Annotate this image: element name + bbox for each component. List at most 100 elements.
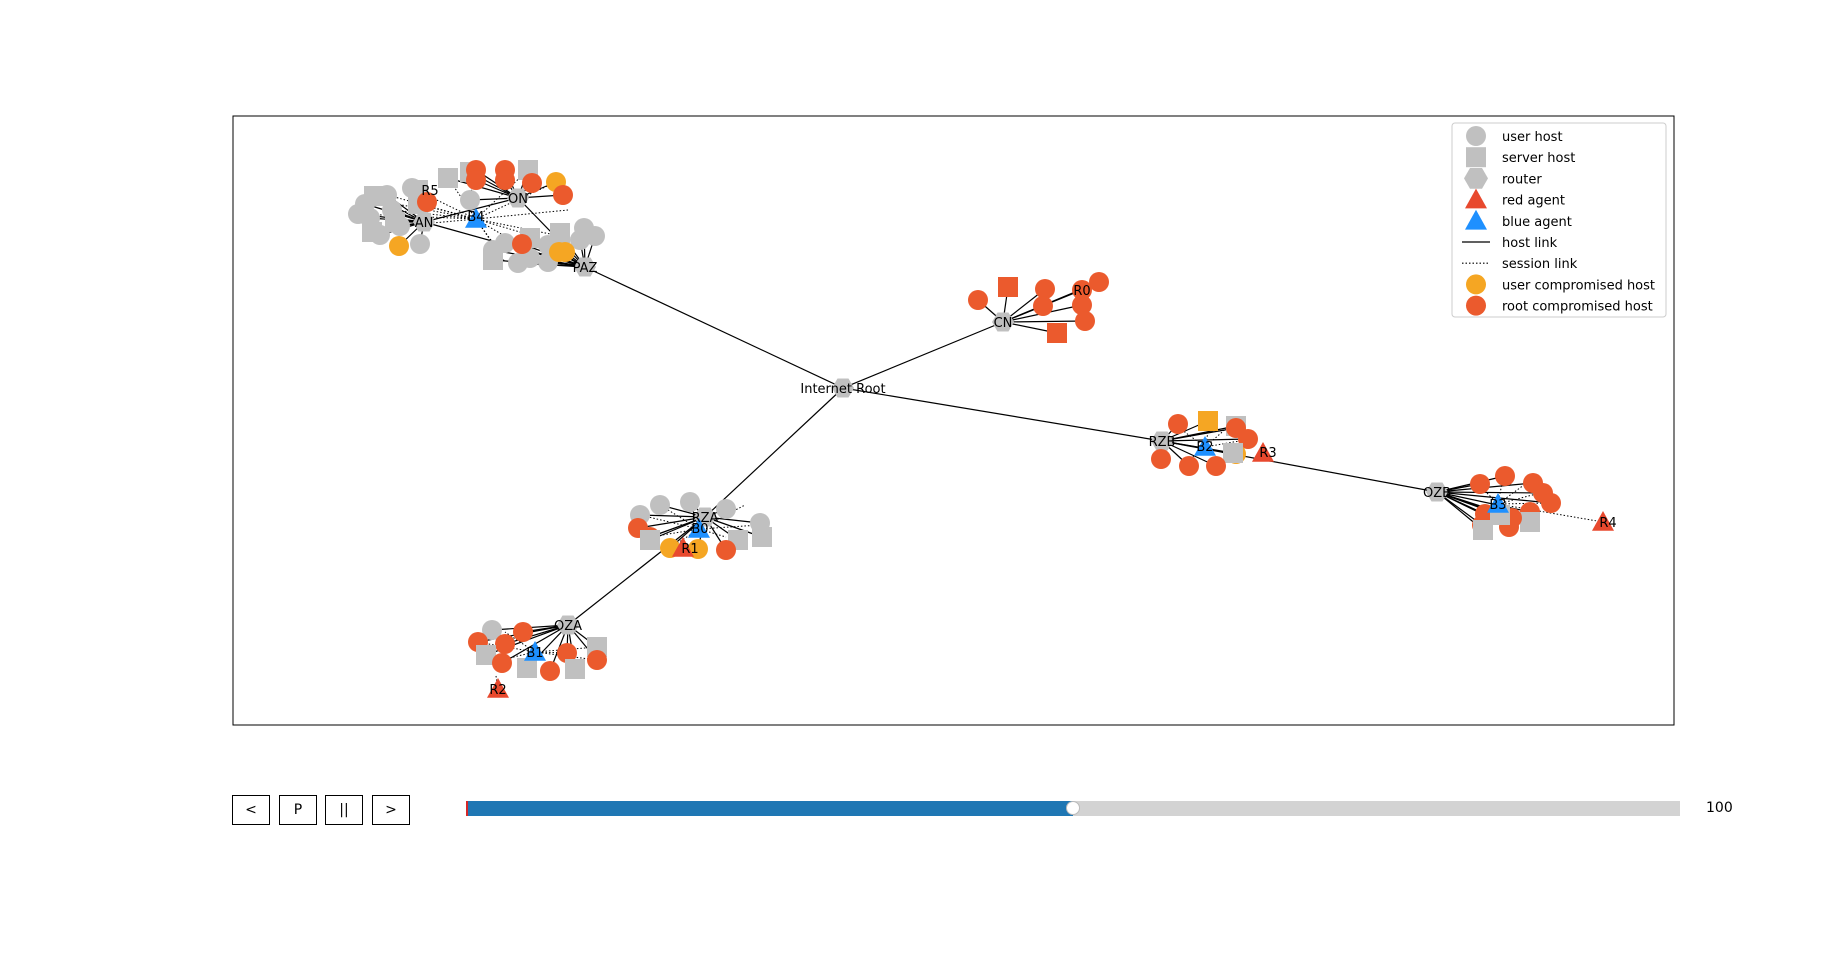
cn-router	[992, 312, 1014, 332]
rza-11-user-host	[716, 540, 736, 560]
an-11-user-host	[410, 234, 430, 254]
cn-2-user-host	[1035, 279, 1055, 299]
oza-router	[557, 615, 579, 635]
legend-router-marker	[1464, 168, 1488, 189]
ozb-host-link-4	[1436, 491, 1552, 504]
blue-agent-b2	[1194, 436, 1216, 456]
link-internet-rzb	[842, 387, 1163, 442]
label-an: AN	[415, 216, 434, 231]
cn-5-user-host	[1089, 272, 1109, 292]
play-button[interactable]: P	[279, 795, 317, 825]
label-rza: RZA	[692, 511, 719, 526]
link-rza-oza	[567, 516, 706, 626]
rzb-0-user-host	[1168, 414, 1188, 434]
label-b2: B2	[1196, 440, 1213, 455]
rza-2-user-host	[680, 492, 700, 512]
blue-agent-b1	[524, 641, 546, 661]
labels-layer: Internet RootCNRZAOZARZBOZBANONPAZR0R1R2…	[415, 184, 1617, 698]
rzb-7-user-host	[1206, 456, 1226, 476]
next-button[interactable]: >	[372, 795, 410, 825]
label-b4: B4	[467, 210, 484, 225]
cn-6-user-host	[1072, 295, 1092, 315]
paz-10-user-host	[585, 226, 605, 246]
rza-1-user-host	[650, 495, 670, 515]
rzb-router	[1151, 431, 1173, 451]
red-agent-r1	[672, 537, 694, 557]
label-internet-root: Internet Root	[800, 382, 885, 397]
oza-11-server-host	[565, 659, 585, 679]
legend-router-label: router	[1502, 172, 1542, 187]
legend-user-host-marker	[1466, 126, 1486, 146]
cn-8-server-host	[1047, 323, 1067, 343]
ozb-10-server-host	[1473, 520, 1493, 540]
label-r3: R3	[1259, 446, 1276, 461]
label-r4: R4	[1599, 516, 1616, 531]
an-14-user-host	[389, 236, 409, 256]
cn-1-server-host	[998, 277, 1018, 297]
label-r5: R5	[421, 184, 438, 199]
cn-3-user-host	[1033, 296, 1053, 316]
red-agent-r3	[1252, 442, 1274, 462]
oza-host-link-3	[504, 624, 569, 645]
on-5-user-host	[495, 170, 515, 190]
rzb-9-user-host	[1151, 449, 1171, 469]
rzb-host-link-3	[1161, 427, 1237, 442]
label-paz: PAZ	[573, 261, 598, 276]
rza-5-server-host	[752, 527, 772, 547]
paz-2-user-host	[495, 233, 515, 253]
legend-server-host-label: server host	[1502, 151, 1575, 166]
legend-blue-agent-label: blue agent	[1502, 215, 1572, 230]
paz-14-user-host	[555, 242, 575, 262]
label-r1: R1	[681, 542, 698, 557]
label-r2: R2	[489, 683, 506, 698]
label-ozb: OZB	[1423, 486, 1451, 501]
legend-user-host-label: user host	[1502, 130, 1563, 145]
ozb-router	[1426, 482, 1448, 502]
an-15-user-host	[417, 192, 437, 212]
oza-1-user-host	[513, 622, 533, 642]
step-slider[interactable]	[466, 801, 1680, 816]
rzb-6-server-host	[1223, 443, 1243, 463]
paz-12-user-host	[512, 234, 532, 254]
legend-root-compromised-label: root compromised host	[1502, 300, 1653, 315]
label-b0: B0	[691, 522, 708, 537]
legend-red-agent-marker	[1465, 188, 1487, 209]
link-an-on	[423, 197, 519, 223]
rza-host-link-8	[637, 516, 706, 529]
an-router	[413, 212, 435, 232]
rza-12-server-host	[640, 530, 660, 550]
ozb-4-user-host	[1541, 493, 1561, 513]
blue-agent-b4	[465, 208, 487, 228]
label-b1: B1	[526, 646, 543, 661]
ozb-0-user-host	[1470, 474, 1490, 494]
on-3-user-host	[466, 170, 486, 190]
oza-10-user-host	[587, 650, 607, 670]
oza-4-server-host	[476, 645, 496, 665]
legend-user-compromised-marker	[1466, 274, 1486, 295]
link-internet-rza	[704, 387, 844, 518]
on-7-user-host	[522, 173, 542, 193]
legend-host-link-label: host link	[1502, 236, 1558, 251]
ozb-6-server-host	[1520, 512, 1540, 532]
b4-session-5	[411, 187, 477, 220]
slider-fill	[466, 801, 1073, 816]
legend-user-compromised-label: user compromised host	[1502, 278, 1655, 293]
pause-button[interactable]: ||	[325, 795, 363, 825]
slider-handle[interactable]	[1066, 801, 1080, 815]
oza-6-server-host	[517, 658, 537, 678]
r4-session	[1497, 503, 1604, 523]
rza-10-user-host	[688, 539, 708, 559]
b3-session-3	[1497, 492, 1541, 505]
rza-3-user-host	[716, 499, 736, 519]
ozb-host-link-3	[1436, 491, 1544, 494]
nodes-layer	[348, 160, 1614, 698]
paz-router	[574, 257, 596, 277]
cn-host-link-7	[1002, 320, 1086, 323]
b0-session-6	[659, 504, 700, 530]
cn-0-user-host	[968, 290, 988, 310]
link-internet-cn	[842, 321, 1004, 389]
legend-blue-agent-marker	[1465, 209, 1487, 230]
an-12-user-host	[402, 178, 422, 198]
previous-button[interactable]: <	[232, 795, 270, 825]
oza-5-user-host	[492, 653, 512, 673]
